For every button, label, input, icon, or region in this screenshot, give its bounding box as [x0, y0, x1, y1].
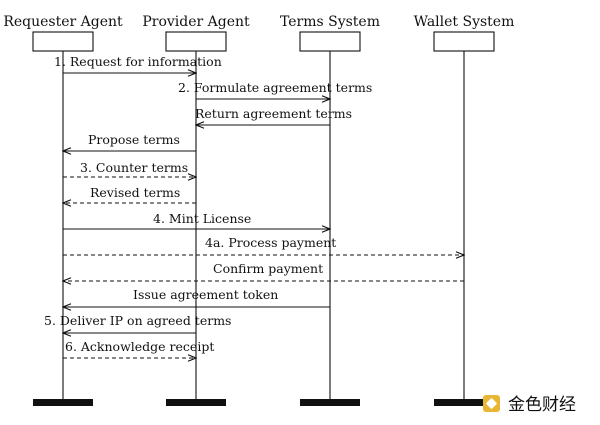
actor-footer-terms	[300, 399, 360, 406]
watermark-text: 金色财经	[508, 395, 576, 415]
actor-footer-provider	[166, 399, 226, 406]
actor-footer-wallet	[434, 399, 494, 406]
message-label-12: 6. Acknowledge receipt	[65, 339, 214, 354]
message-label-6: Revised terms	[90, 185, 180, 200]
message-label-3: Return agreement terms	[195, 106, 352, 121]
message-label-2: 2. Formulate agreement terms	[178, 80, 372, 95]
message-label-5: 3. Counter terms	[80, 160, 188, 175]
actor-name-requester: Requester Agent	[3, 14, 123, 30]
actor-name-wallet: Wallet System	[414, 14, 515, 30]
actor-box-requester	[32, 31, 94, 52]
message-label-7: 4. Mint License	[153, 211, 251, 226]
actor-box-terms	[299, 31, 361, 52]
message-label-8: 4a. Process payment	[205, 235, 336, 250]
message-label-10: Issue agreement token	[133, 287, 278, 302]
message-label-9: Confirm payment	[213, 261, 323, 276]
message-label-1: 1. Request for information	[54, 54, 222, 69]
actor-footer-requester	[33, 399, 93, 406]
actor-name-provider: Provider Agent	[142, 14, 250, 30]
watermark: 金色财经	[483, 395, 576, 415]
actor-box-provider	[165, 31, 227, 52]
message-label-4: Propose terms	[88, 132, 180, 147]
actor-name-terms: Terms System	[280, 14, 380, 30]
message-label-11: 5. Deliver IP on agreed terms	[44, 313, 231, 328]
actor-box-wallet	[433, 31, 495, 52]
watermark-logo-icon	[483, 395, 500, 412]
